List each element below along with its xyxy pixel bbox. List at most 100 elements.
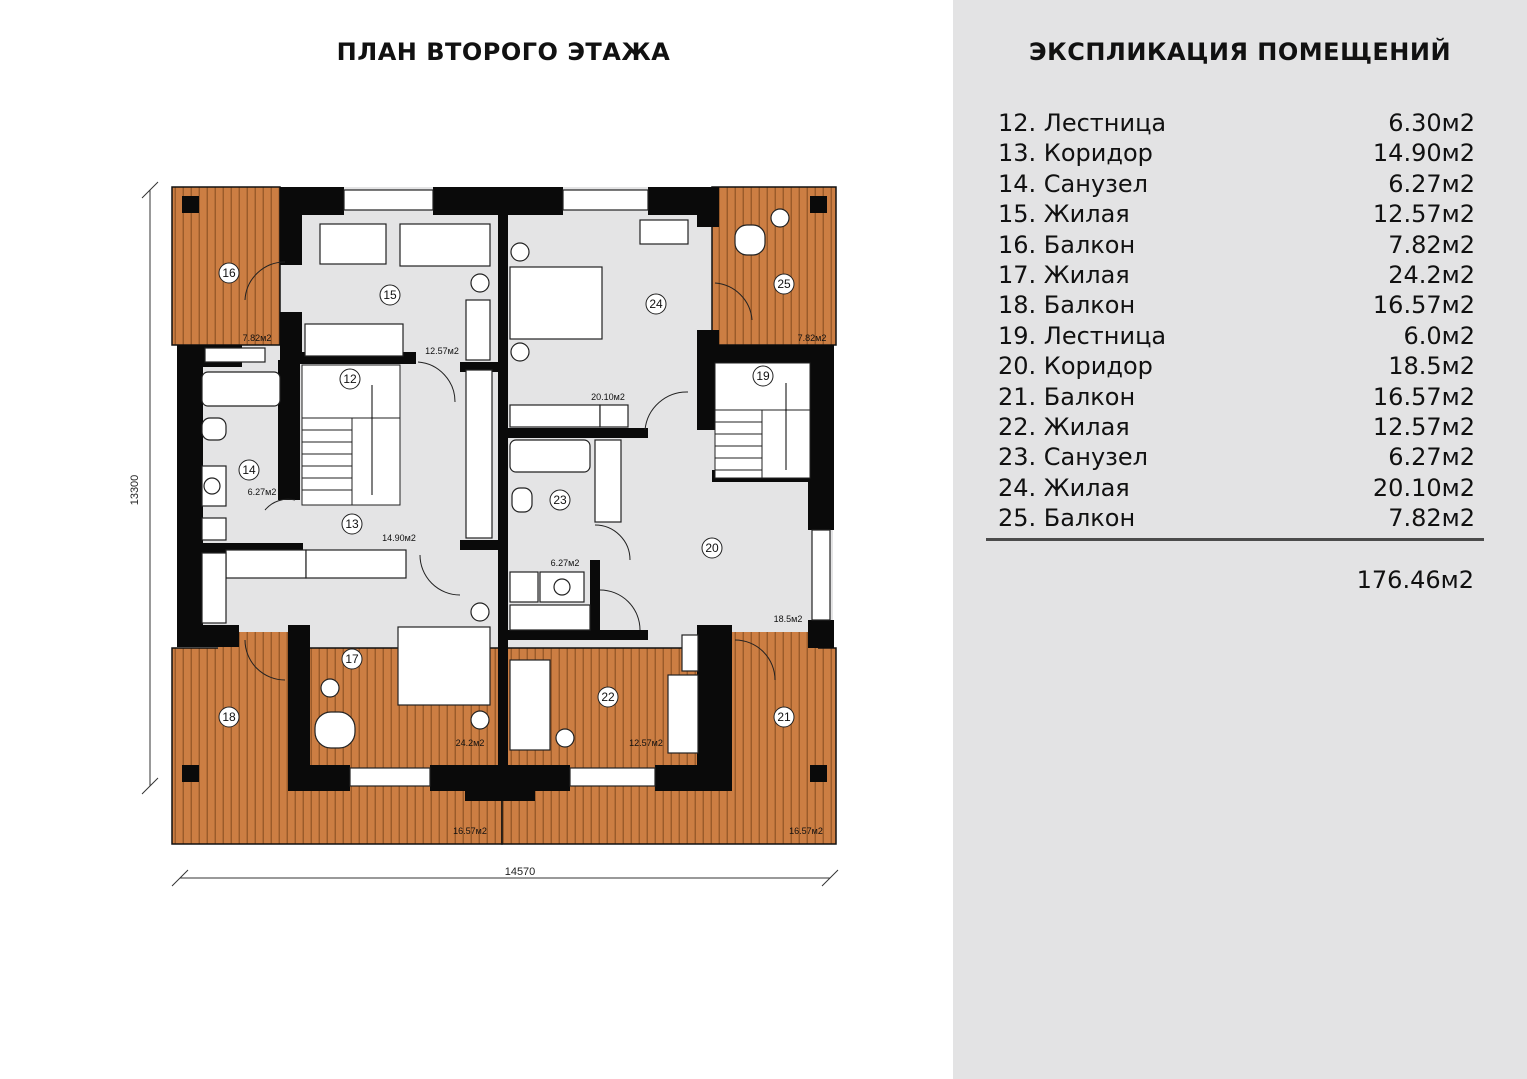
bathtub-23 — [509, 439, 591, 473]
dimension-lines — [141, 181, 839, 887]
dimension-width: 14570 — [505, 866, 536, 878]
room-marker-circle — [773, 273, 795, 295]
room-marker-circle — [339, 368, 361, 390]
explication-row: 24. Жилая 20.10м2 — [998, 473, 1475, 503]
room-number: 17 — [345, 652, 359, 666]
room-label: 21. Балкон — [998, 382, 1136, 411]
explication-total: 176.46м2 — [1356, 566, 1474, 594]
walls — [177, 187, 834, 801]
room-number: 16 — [222, 266, 236, 280]
room-label: 22. Жилая — [998, 412, 1130, 441]
room-label: 25. Балкон — [998, 504, 1136, 533]
room-area-label: 16.57м2 — [453, 826, 487, 836]
room-area: 18.5м2 — [1388, 352, 1475, 381]
room-label: 12. Лестница — [998, 109, 1167, 137]
room-number: 12 — [343, 372, 357, 386]
room-label: 24. Жилая — [998, 473, 1130, 502]
room-label: 20. Коридор — [998, 352, 1153, 381]
room-area: 6.30м2 — [1388, 109, 1475, 137]
room-marker-circle — [701, 537, 723, 559]
room-area: 20.10м2 — [1372, 473, 1475, 502]
room-area-label: 14.90м2 — [382, 533, 416, 543]
explication-row: 21. Балкон 16.57м2 — [998, 382, 1475, 412]
doors — [244, 261, 776, 681]
room-area: 16.57м2 — [1372, 291, 1475, 320]
furniture — [201, 208, 790, 754]
room-area: 24.2м2 — [1388, 260, 1475, 289]
room-marker-circle — [597, 686, 619, 708]
desk-15 — [304, 323, 404, 357]
explication-row: 15. Жилая 12.57м2 — [998, 199, 1475, 229]
explication-row: 19. Лестница 6.0м2 — [998, 321, 1475, 351]
room-area: 12.57м2 — [1372, 200, 1475, 229]
room-label: 23. Санузел — [998, 443, 1149, 472]
room-area-label: 24.2м2 — [456, 738, 485, 748]
explication-row: 25. Балкон 7.82м2 — [998, 503, 1475, 533]
floor-plan: 13300 14570 1212.57м21314.90м2146.27м215… — [129, 181, 839, 887]
bathtub-14 — [201, 371, 281, 407]
desk-24 — [639, 219, 689, 245]
room-label: 17. Жилая — [998, 260, 1130, 289]
windows — [204, 189, 831, 787]
room-marker-circle — [549, 489, 571, 511]
room-marker-circle — [645, 293, 667, 315]
room-marker-circle — [218, 706, 240, 728]
bed-15 — [399, 223, 491, 267]
room-area-label: 7.82м2 — [243, 333, 272, 343]
room-area-label: 7.82м2 — [798, 333, 827, 343]
room-label: 16. Балкон — [998, 230, 1136, 259]
room-area-label: 20.10м2 — [591, 392, 625, 402]
room-marker-circle — [218, 262, 240, 284]
bed-22 — [509, 659, 551, 751]
room-number: 14 — [242, 463, 256, 477]
room-markers: 1212.57м21314.90м2146.27м215167.82м21724… — [218, 262, 827, 836]
room-marker-circle — [773, 706, 795, 728]
explication-row: 16. Балкон 7.82м2 — [998, 230, 1475, 260]
room-number: 22 — [601, 690, 615, 704]
room-number: 19 — [756, 369, 770, 383]
plan-title: ПЛАН ВТОРОГО ЭТАЖА — [336, 38, 671, 66]
explication-row: 23. Санузел 6.27м2 — [998, 442, 1475, 472]
room-number: 20 — [705, 541, 719, 555]
room-number: 18 — [222, 710, 236, 724]
explication-row: 20. Коридор 18.5м2 — [998, 351, 1475, 381]
explication-row: 18. Балкон 16.57м2 — [998, 290, 1475, 320]
room-marker-circle — [238, 459, 260, 481]
room-marker-circle — [341, 513, 363, 535]
room-label: 15. Жилая — [998, 200, 1130, 229]
room-marker-circle — [341, 648, 363, 670]
room-area-label: 16.57м2 — [789, 826, 823, 836]
room-number: 13 — [345, 517, 359, 531]
room-label: 18. Балкон — [998, 291, 1136, 320]
room-area: 6.0м2 — [1403, 321, 1475, 350]
explication-row: 12. Лестница 6.30м2 — [998, 108, 1475, 138]
dimension-height: 13300 — [129, 475, 141, 506]
room-area: 12.57м2 — [1372, 412, 1475, 441]
room-area: 6.27м2 — [1388, 443, 1475, 472]
room-label: 19. Лестница — [998, 321, 1167, 350]
room-number: 23 — [553, 493, 567, 507]
room-area-label: 6.27м2 — [248, 487, 277, 497]
room-number: 21 — [777, 710, 791, 724]
room-area: 16.57м2 — [1372, 382, 1475, 411]
room-area: 7.82м2 — [1388, 504, 1475, 533]
explication-title: ЭКСПЛИКАЦИЯ ПОМЕЩЕНИЙ — [1028, 38, 1452, 66]
room-area-label: 6.27м2 — [551, 558, 580, 568]
explication-row: 22. Жилая 12.57м2 — [998, 412, 1475, 442]
desk-22 — [667, 674, 699, 754]
room-area: 6.27м2 — [1388, 169, 1475, 198]
room-number: 25 — [777, 277, 791, 291]
room-marker-circle — [752, 365, 774, 387]
room-label: 13. Коридор — [998, 139, 1153, 168]
bed-24 — [509, 266, 603, 340]
room-area-label: 12.57м2 — [425, 346, 459, 356]
room-number: 24 — [649, 297, 663, 311]
room-marker-circle — [379, 284, 401, 306]
room-area: 7.82м2 — [1388, 230, 1475, 259]
sofa-15 — [319, 223, 387, 265]
room-area-label: 18.5м2 — [774, 614, 803, 624]
explication-row: 17. Жилая 24.2м2 — [998, 260, 1475, 290]
